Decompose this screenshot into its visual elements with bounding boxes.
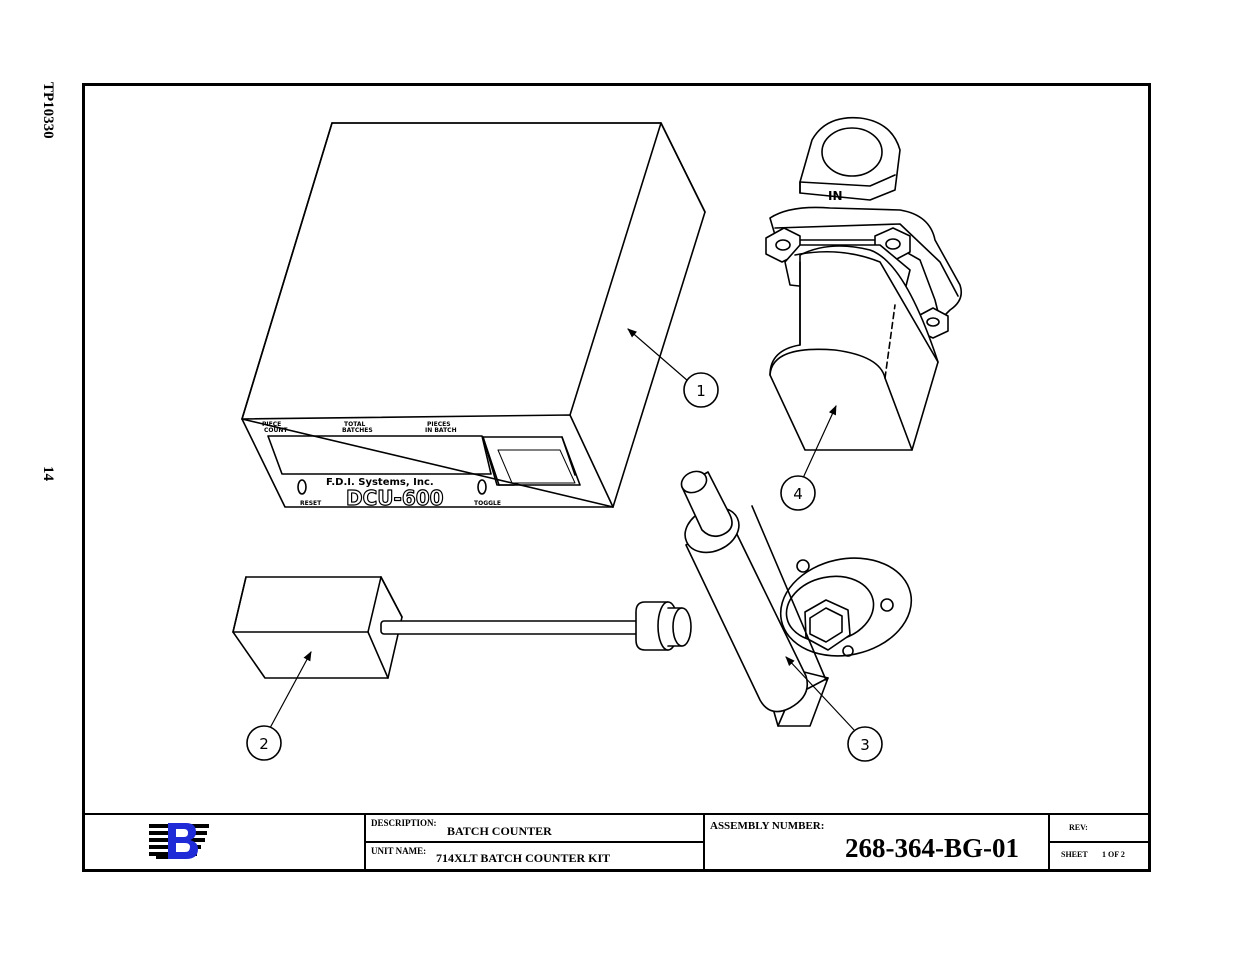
description-value: BATCH COUNTER [447,824,552,838]
callout-2: 2 [246,725,282,761]
description-label: DESCRIPTION: [371,818,437,828]
callout-1: 1 [683,372,719,408]
sheet-value: 1 OF 2 [1102,850,1125,859]
drawing-frame [82,83,1151,872]
model-name: DCU-600 [346,486,444,510]
title-block: DESCRIPTION: BATCH COUNTER UNIT NAME: 71… [82,813,1151,872]
label-reset: RESET [300,500,322,507]
counter-unit-part: PIECE COUNT TOTAL BATCHES PIECES IN BATC… [241,122,706,511]
rev-label: REV: [1069,823,1088,832]
callout-3: 3 [847,726,883,762]
svg-text:1: 1 [696,382,706,400]
leader-lines [269,328,856,732]
label-piece-count: PIECE [262,421,281,428]
assembly-number: 268-364-BG-01 [845,833,1019,863]
label-toggle: TOGGLE [474,500,501,507]
title-block-lines [82,813,1151,872]
remote-sensor-part [232,576,692,679]
unit-name-value: 714XLT BATCH COUNTER KIT [436,851,611,865]
inlet-mark: IN [828,189,843,203]
callout-4: 4 [780,475,816,511]
unit-name-label: UNIT NAME: [371,846,427,856]
company-logo [149,823,209,859]
assembly-number-label: ASSEMBLY NUMBER: [710,820,825,832]
label-pieces-in-batch-2: IN BATCH [425,427,457,434]
probe-assembly-part [680,470,913,727]
label-total-batches-2: BATCHES [342,427,373,434]
label-total-batches: TOTAL [344,421,365,428]
label-pieces-in-batch: PIECES [427,421,451,428]
manufacturer-name: F.D.I. Systems, Inc. [326,477,434,488]
svg-text:3: 3 [860,736,870,754]
label-piece-count-2: COUNT [264,427,288,434]
flow-meter-part: IN [765,116,963,451]
svg-text:4: 4 [793,485,803,503]
sheet-label: SHEET [1061,850,1088,859]
svg-text:2: 2 [259,735,269,753]
